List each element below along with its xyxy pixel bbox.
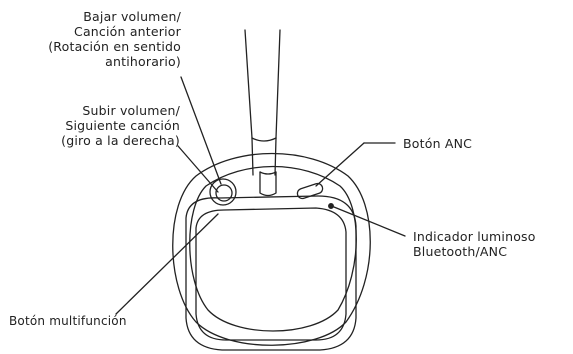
volume-up-line-3: (giro a la derecha) bbox=[61, 133, 180, 148]
volume-down-line-2: Canción anterior bbox=[48, 24, 181, 39]
volume-up-line-1: Subir volumen/ bbox=[61, 103, 180, 118]
volume-dial bbox=[210, 179, 236, 205]
ear-cushion bbox=[186, 196, 356, 350]
indicator-dot bbox=[329, 204, 334, 209]
volume-down-label: Bajar volumen/ Canción anterior (Rotació… bbox=[48, 9, 181, 69]
indicator-light-line-2: Bluetooth/ANC bbox=[413, 244, 536, 259]
multifunction-button-line-1: Botón multifunción bbox=[9, 314, 127, 329]
yoke-connector bbox=[260, 172, 276, 196]
leader-volume-down bbox=[181, 77, 221, 184]
anc-button-line-1: Botón ANC bbox=[403, 136, 472, 151]
indicator-light-label: Indicador luminoso Bluetooth/ANC bbox=[413, 229, 536, 259]
volume-up-label: Subir volumen/ Siguiente canción (giro a… bbox=[61, 103, 180, 148]
leader-anc-2 bbox=[316, 143, 364, 186]
volume-down-line-3: (Rotación en sentido bbox=[48, 39, 181, 54]
leader-volume-up bbox=[178, 146, 218, 192]
indicator-light-line-1: Indicador luminoso bbox=[413, 229, 536, 244]
leader-multifunction bbox=[116, 214, 218, 314]
earcup-rim bbox=[190, 167, 357, 332]
earcup-shell bbox=[173, 154, 371, 346]
anc-button-shape bbox=[296, 182, 324, 200]
volume-down-line-4: antihorario) bbox=[48, 54, 181, 69]
volume-down-line-1: Bajar volumen/ bbox=[48, 9, 181, 24]
multifunction-button-label: Botón multifunción bbox=[9, 314, 127, 329]
volume-up-line-2: Siguiente canción bbox=[61, 118, 180, 133]
anc-button-label: Botón ANC bbox=[403, 136, 472, 151]
